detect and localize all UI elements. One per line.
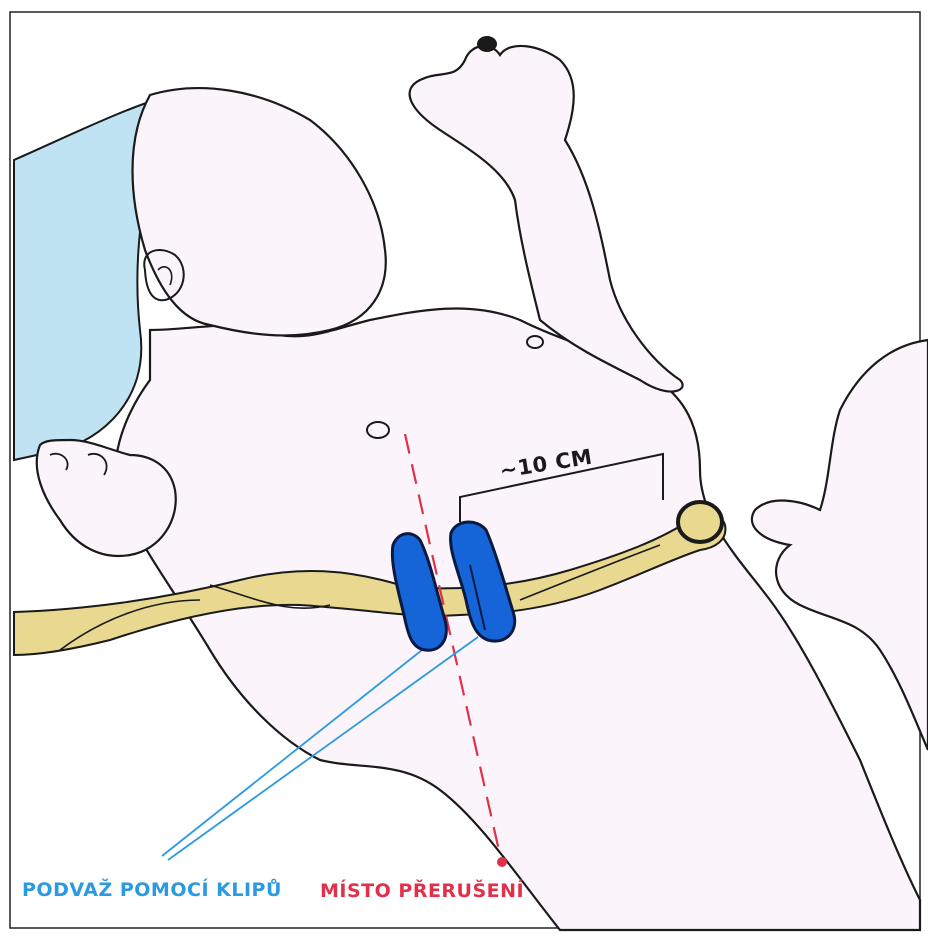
raised-hand-thumb [477, 36, 497, 52]
clamp-ligation-label: PODVAŽ POMOCÍ KLIPŮ [22, 877, 282, 901]
cut-site-label: MÍSTO PŘERUŠENÍ [320, 878, 524, 902]
cut-line-endpoint [497, 857, 507, 867]
cord-stump [678, 502, 722, 542]
